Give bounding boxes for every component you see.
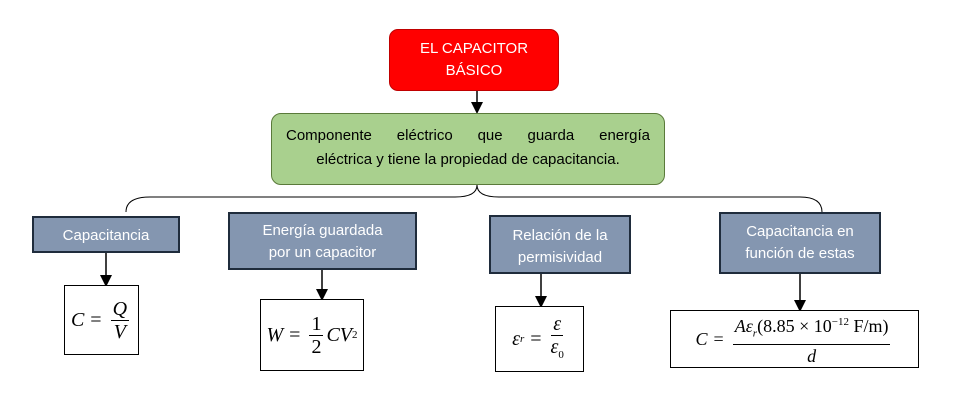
category-energy-line2: por un capacitor — [268, 244, 377, 261]
formula-energy-rest: CV — [326, 323, 352, 346]
formula-geometry-equals: = — [713, 328, 724, 349]
formula-energy-fraction: 1 2 — [309, 312, 324, 358]
category-permittivity-line2: permisividad — [517, 249, 603, 266]
definition-line1: Componente eléctrico que guarda energía — [286, 127, 650, 144]
formula-geometry-numerator: Aεr(8.85 × 10−12 F/m) — [732, 311, 891, 346]
title-line1: EL CAPACITOR — [419, 40, 529, 57]
formula-geometry-fraction: Aεr(8.85 × 10−12 F/m) d — [732, 311, 891, 368]
formula-geometry-num-exp: −12 — [831, 315, 849, 328]
formula-permittivity-lhs-sub: r — [519, 333, 525, 345]
formula-energy-denominator: 2 — [311, 335, 322, 358]
formula-geometry-denominator: d — [807, 346, 817, 367]
formula-permittivity-fraction: ε ε0 — [551, 313, 564, 366]
formula-geometry-num-b: (8.85 × 10 — [757, 315, 832, 336]
formula-permittivity-den-sub: 0 — [558, 348, 564, 361]
formula-permittivity-denominator: ε0 — [551, 336, 564, 366]
category-energy-line1: Energía guardada — [262, 222, 383, 239]
definition-line2: eléctrica y tiene la propiedad de capaci… — [316, 151, 620, 168]
formula-permittivity-den-symbol: ε — [550, 335, 559, 358]
formula-capacitance: C = Q V — [64, 285, 139, 355]
category-geometry-line2: función de estas — [745, 245, 855, 262]
formula-geometry-num-sub: r — [752, 327, 758, 340]
category-capacitance-label: Capacitancia — [62, 227, 150, 244]
formula-permittivity-lhs: ε — [512, 327, 520, 350]
formula-energy-numerator: 1 — [309, 312, 324, 336]
formula-energy-lhs: W — [266, 323, 284, 346]
category-permittivity: Relación de la permisividad — [489, 215, 631, 274]
category-geometry-line1: Capacitancia en — [746, 223, 854, 240]
formula-energy-exponent: 2 — [352, 329, 358, 341]
formula-capacitance-equals: = — [90, 308, 102, 331]
brace — [125, 184, 823, 213]
definition-box: Componente eléctrico que guarda energía … — [271, 113, 665, 185]
title-line2: BÁSICO — [445, 62, 503, 79]
category-geometry: Capacitancia en función de estas — [719, 212, 881, 274]
title-box: EL CAPACITOR BÁSICO — [389, 29, 559, 91]
formula-energy-equals: = — [289, 323, 301, 346]
category-capacitance: Capacitancia — [32, 216, 180, 253]
category-permittivity-line1: Relación de la — [512, 227, 608, 244]
formula-geometry: C = Aεr(8.85 × 10−12 F/m) d — [670, 310, 919, 368]
formula-geometry-num-c: F/m) — [848, 315, 889, 336]
category-energy: Energía guardada por un capacitor — [228, 212, 417, 270]
formula-permittivity-numerator: ε — [551, 312, 564, 336]
formula-geometry-num-a: Aε — [734, 315, 753, 336]
formula-capacitance-denominator: V — [113, 320, 126, 343]
formula-capacitance-lhs: C — [70, 308, 85, 331]
formula-capacitance-numerator: Q — [110, 297, 130, 321]
formula-geometry-lhs: C — [695, 328, 708, 349]
formula-permittivity-equals: = — [530, 327, 542, 350]
formula-capacitance-fraction: Q V — [110, 297, 130, 343]
